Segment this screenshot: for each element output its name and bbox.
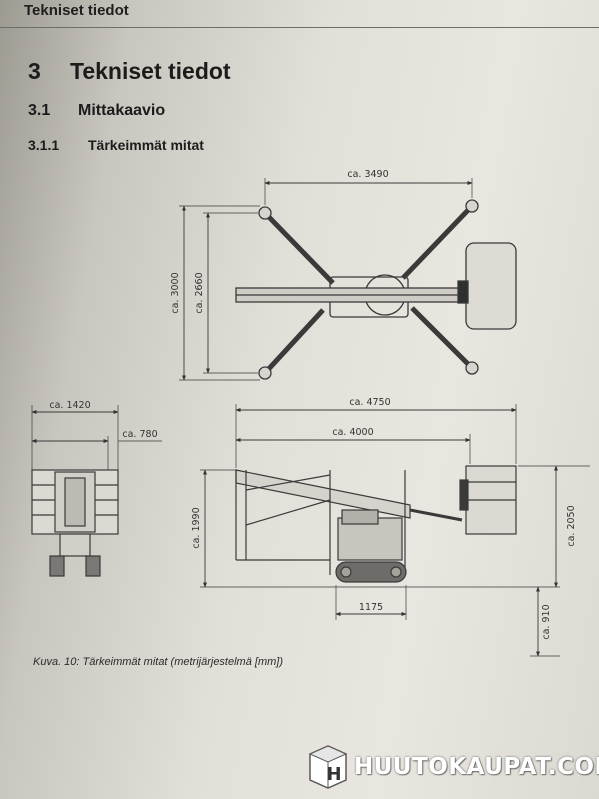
dim-front-track: ca. 780 xyxy=(122,429,157,440)
subsubsection-title: Tärkeimmät mitat xyxy=(88,137,204,153)
dim-side-total-length: ca. 4750 xyxy=(349,397,390,408)
subsubsection-heading: 3.1.1 Tärkeimmät mitat xyxy=(28,137,204,153)
dim-side-basket-height: ca. 2050 xyxy=(566,505,577,546)
subsection-number: 3.1 xyxy=(28,102,51,119)
section-number: 3 xyxy=(28,58,41,84)
dim-side-base-length: ca. 4000 xyxy=(332,427,373,438)
dim-side-wheelbase: 1175 xyxy=(359,602,383,613)
dim-top-inner-length: ca. 2660 xyxy=(194,272,205,313)
section-heading: 3 Tekniset tiedot xyxy=(28,58,231,85)
top-view xyxy=(179,178,517,381)
section-title: Tekniset tiedot xyxy=(70,58,231,84)
running-header: Tekniset tiedot xyxy=(24,2,129,19)
watermark-text: HUUTOKAUPAT.COM xyxy=(354,754,599,780)
h-box-icon: H xyxy=(308,745,348,789)
dim-side-ground: ca. 910 xyxy=(541,604,552,639)
dim-top-outer-length: ca. 3000 xyxy=(170,272,181,313)
subsection-heading: 3.1 Mittakaavio xyxy=(28,102,165,120)
header-rule xyxy=(0,27,599,28)
subsubsection-number: 3.1.1 xyxy=(28,137,60,153)
svg-text:H: H xyxy=(326,764,341,785)
figure-caption: Kuva. 10: Tärkeimmät mitat (metrijärjest… xyxy=(33,656,283,668)
side-view xyxy=(200,404,590,657)
dim-side-height: ca. 1990 xyxy=(191,507,202,548)
front-view xyxy=(31,405,162,577)
watermark: H HUUTOKAUPAT.COM xyxy=(306,742,599,792)
dim-front-width: ca. 1420 xyxy=(49,400,90,411)
subsection-title: Mittakaavio xyxy=(78,102,166,119)
dim-top-width: ca. 3490 xyxy=(347,169,388,180)
